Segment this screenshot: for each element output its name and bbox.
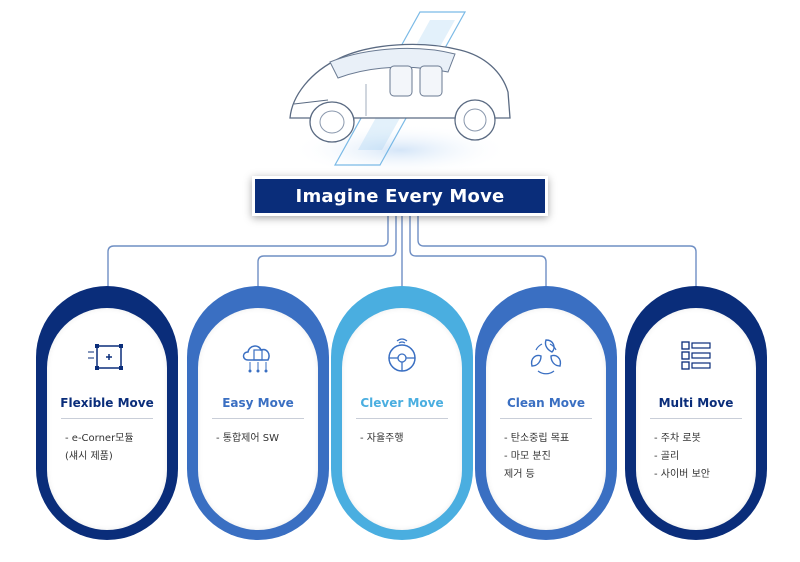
card-item-list: - 통합제어 SW: [216, 430, 312, 448]
checklist-icon: [676, 336, 716, 376]
card-item-list: - 주차 로봇 - 골리 - 사이버 보안: [654, 430, 750, 484]
leaf-recycle-icon: [526, 336, 566, 376]
module-corner-icon: [87, 336, 127, 376]
list-item: - 자율주행: [360, 433, 404, 444]
card-divider: [212, 418, 304, 419]
steering-wheel-icon: [382, 336, 422, 376]
list-item: 제거 등: [504, 469, 535, 480]
category-card-flexible-move: Flexible Move - e-Corner모듈 (섀시 제품): [36, 286, 178, 540]
card-title: Clean Move: [506, 396, 586, 410]
category-card-clever-move: Clever Move - 자율주행: [331, 286, 473, 540]
card-item-list: - e-Corner모듈 (섀시 제품): [65, 430, 161, 466]
list-item: - 탄소중립 목표: [504, 433, 570, 444]
cloud-software-icon: [238, 336, 278, 376]
list-item: - 통합제어 SW: [216, 433, 280, 444]
title-banner: Imagine Every Move: [252, 176, 548, 216]
list-item: - 골리: [654, 451, 680, 462]
category-card-clean-move: Clean Move - 탄소중립 목표 - 마모 분진 제거 등: [475, 286, 617, 540]
card-divider: [356, 418, 448, 419]
card-title: Clever Move: [360, 396, 444, 410]
list-item: - 마모 분진: [504, 451, 551, 462]
card-title: Multi Move: [658, 396, 734, 410]
card-body: Easy Move - 통합제어 SW: [198, 308, 318, 530]
category-card-multi-move: Multi Move - 주차 로봇 - 골리 - 사이버 보안: [625, 286, 767, 540]
category-card-easy-move: Easy Move - 통합제어 SW: [187, 286, 329, 540]
list-item: - 주차 로봇: [654, 433, 701, 444]
card-body: Flexible Move - e-Corner모듈 (섀시 제품): [47, 308, 167, 530]
card-body: Clever Move - 자율주행: [342, 308, 462, 530]
concept-car-illustration: [270, 0, 530, 176]
card-item-list: - 탄소중립 목표 - 마모 분진 제거 등: [504, 430, 600, 484]
card-body: Clean Move - 탄소중립 목표 - 마모 분진 제거 등: [486, 308, 606, 530]
car-icon: [289, 11, 511, 176]
list-item: (섀시 제품): [65, 451, 113, 462]
card-divider: [500, 418, 592, 419]
list-item: - 사이버 보안: [654, 469, 710, 480]
card-title: Flexible Move: [60, 396, 154, 410]
card-item-list: - 자율주행: [360, 430, 456, 448]
card-divider: [61, 418, 153, 419]
page-title: Imagine Every Move: [295, 185, 505, 207]
list-item: - e-Corner모듈: [65, 433, 134, 444]
card-title: Easy Move: [222, 396, 294, 410]
card-body: Multi Move - 주차 로봇 - 골리 - 사이버 보안: [636, 308, 756, 530]
card-divider: [650, 418, 742, 419]
